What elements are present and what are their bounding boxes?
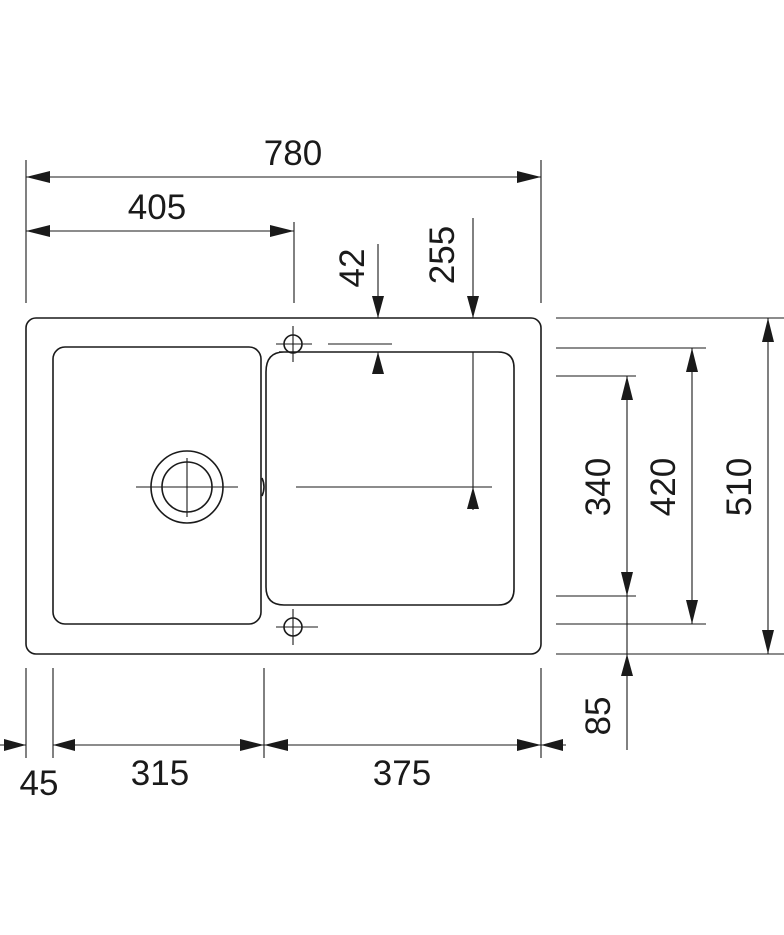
label-tap-hole-offset: 255 (423, 226, 462, 284)
dim-inner-depth (686, 348, 698, 624)
label-bowl-width: 375 (373, 754, 431, 793)
bowl-outline (265, 351, 515, 606)
dim-front-edge (621, 596, 633, 750)
label-bowl-depth: 340 (579, 458, 618, 516)
dim-overall-depth (762, 318, 774, 654)
dim-overall-width (26, 171, 541, 183)
drain-icon (136, 450, 238, 524)
drainer-area (52, 346, 262, 625)
overflow-marker (261, 477, 265, 497)
dim-bowl-side-width (26, 225, 294, 237)
label-bowl-side-width: 405 (128, 188, 186, 227)
label-front-edge: 85 (579, 697, 618, 736)
dim-bowl-depth (621, 376, 633, 596)
label-inner-depth: 420 (644, 458, 683, 516)
dim-bowl-width (264, 739, 566, 751)
label-side-margin: 45 (20, 764, 59, 803)
tap-hole-top-icon (276, 326, 312, 362)
extension-lines-right (556, 317, 784, 655)
dim-tap-hole-offset (467, 218, 479, 510)
label-overall-width: 780 (264, 134, 322, 173)
label-top-to-bowl: 42 (333, 249, 372, 288)
label-overall-depth: 510 (720, 458, 759, 516)
sink-outline (25, 317, 542, 655)
extension-lines-bottom (25, 668, 542, 758)
dim-drainer-width (53, 739, 264, 751)
dim-top-to-bowl (328, 244, 392, 374)
tap-hole-bottom-icon (276, 609, 318, 645)
label-drainer-width: 315 (131, 754, 189, 793)
